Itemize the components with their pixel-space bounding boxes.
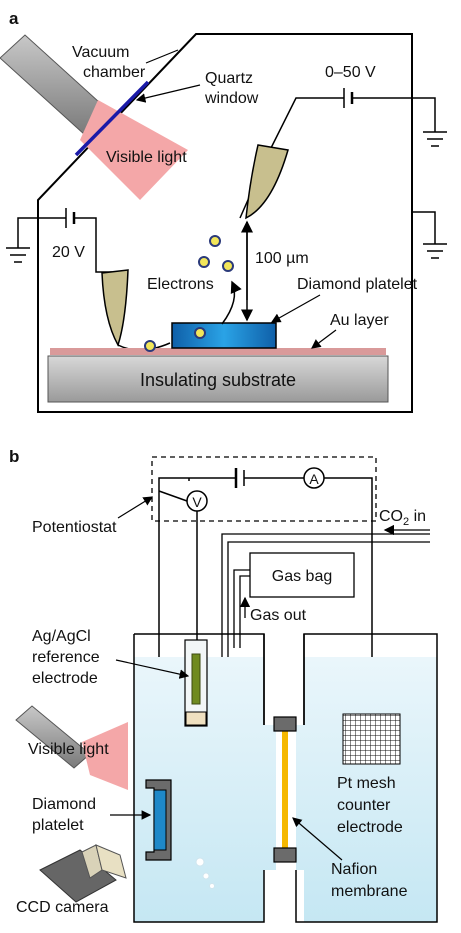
insulating-substrate: [47, 355, 389, 403]
panel-b-label: b: [9, 447, 19, 466]
reference-electrode: [184, 639, 208, 727]
electron-path-arrow: [221, 280, 242, 325]
ammeter: A: [303, 467, 325, 489]
ccd-camera-icon: [39, 844, 127, 903]
reference-electrode-pointer: [115, 659, 190, 679]
vacuum-chamber-pointer: [145, 49, 179, 64]
pt-mesh-label-3: electrode: [337, 819, 403, 836]
potentiostat-pointer: [117, 496, 154, 519]
bubbles: [195, 857, 215, 889]
gas-bag: [249, 552, 355, 598]
top-probe: [245, 144, 289, 220]
membrane-clamp-bottom: [273, 847, 297, 863]
panel-a: a Vacuum chamber Quartz window Visible l…: [0, 9, 447, 413]
left-battery-circuit: [6, 208, 112, 273]
nafion-label: Nafion: [331, 861, 377, 878]
electrons: [144, 235, 234, 352]
diamond-platelet-label-a: Diamond platelet: [297, 276, 418, 293]
gas-out-tubing: [233, 569, 250, 648]
vacuum-chamber-label: Vacuum: [72, 44, 130, 61]
diamond-platelet-a: [171, 322, 277, 349]
diamond-platelet-label-b-2: platelet: [32, 817, 84, 834]
quartz-window-pointer: [135, 84, 201, 103]
voltmeter-label: V: [192, 494, 202, 510]
au-layer-label: Au layer: [330, 312, 389, 329]
ccd-camera-label: CCD camera: [16, 899, 109, 916]
left-probe: [101, 269, 129, 347]
electron: [198, 256, 210, 268]
ammeter-label: A: [309, 471, 319, 487]
diamond-holder: [145, 779, 172, 861]
voltage-left-label: 20 V: [52, 244, 85, 261]
electron: [209, 235, 221, 247]
cell-water-right: [296, 657, 437, 922]
diamond-platelet-label-b: Diamond: [32, 796, 96, 813]
nafion-label-2: membrane: [331, 883, 408, 900]
electron: [222, 260, 234, 272]
gas-out-label: Gas out: [250, 607, 307, 624]
diamond-platelet-pointer-a: [270, 294, 321, 323]
co2-in-label: CO2 in: [379, 508, 426, 528]
pt-mesh-label: Pt mesh: [337, 775, 396, 792]
gas-bag-label: Gas bag: [272, 568, 332, 585]
panel-a-label: a: [9, 9, 19, 28]
pt-mesh: [342, 713, 401, 765]
distance-label: 100 µm: [255, 250, 309, 267]
panel-b: b Potentiostat A V: [9, 447, 438, 923]
nafion-pointer: [292, 817, 343, 861]
visible-light-label-b: Visible light: [28, 741, 109, 758]
reference-electrode-label: Ag/AgCl: [32, 628, 91, 645]
reference-electrode-label-2: reference: [32, 649, 100, 666]
vacuum-chamber-outline: [37, 33, 413, 413]
light-beam-b: [82, 722, 128, 790]
reference-electrode-label-3: electrode: [32, 670, 98, 687]
quartz-window-label: Quartz: [205, 70, 253, 87]
electron: [194, 327, 206, 339]
voltmeter: V: [186, 490, 208, 512]
pt-mesh-label-2: counter: [337, 797, 391, 814]
electrons-label: Electrons: [147, 276, 214, 293]
au-layer: [50, 348, 386, 355]
substrate-label: Insulating substrate: [140, 370, 296, 390]
visible-light-label-a: Visible light: [106, 149, 187, 166]
right-ground: [412, 211, 447, 259]
diamond-platelet-b: [153, 789, 167, 851]
quartz-window-label-2: window: [204, 90, 259, 107]
vacuum-chamber-label-2: chamber: [83, 64, 146, 81]
membrane-clamp-top: [273, 716, 297, 732]
potentiostat-box: [151, 456, 377, 522]
au-layer-pointer: [311, 329, 337, 349]
nafion-membrane: [282, 725, 288, 855]
voltmeter-link: [158, 490, 188, 502]
lamp-icon-b: [15, 705, 91, 769]
potentiostat-label: Potentiostat: [32, 519, 117, 536]
electron: [144, 340, 156, 352]
voltage-top-label: 0–50 V: [325, 64, 376, 81]
